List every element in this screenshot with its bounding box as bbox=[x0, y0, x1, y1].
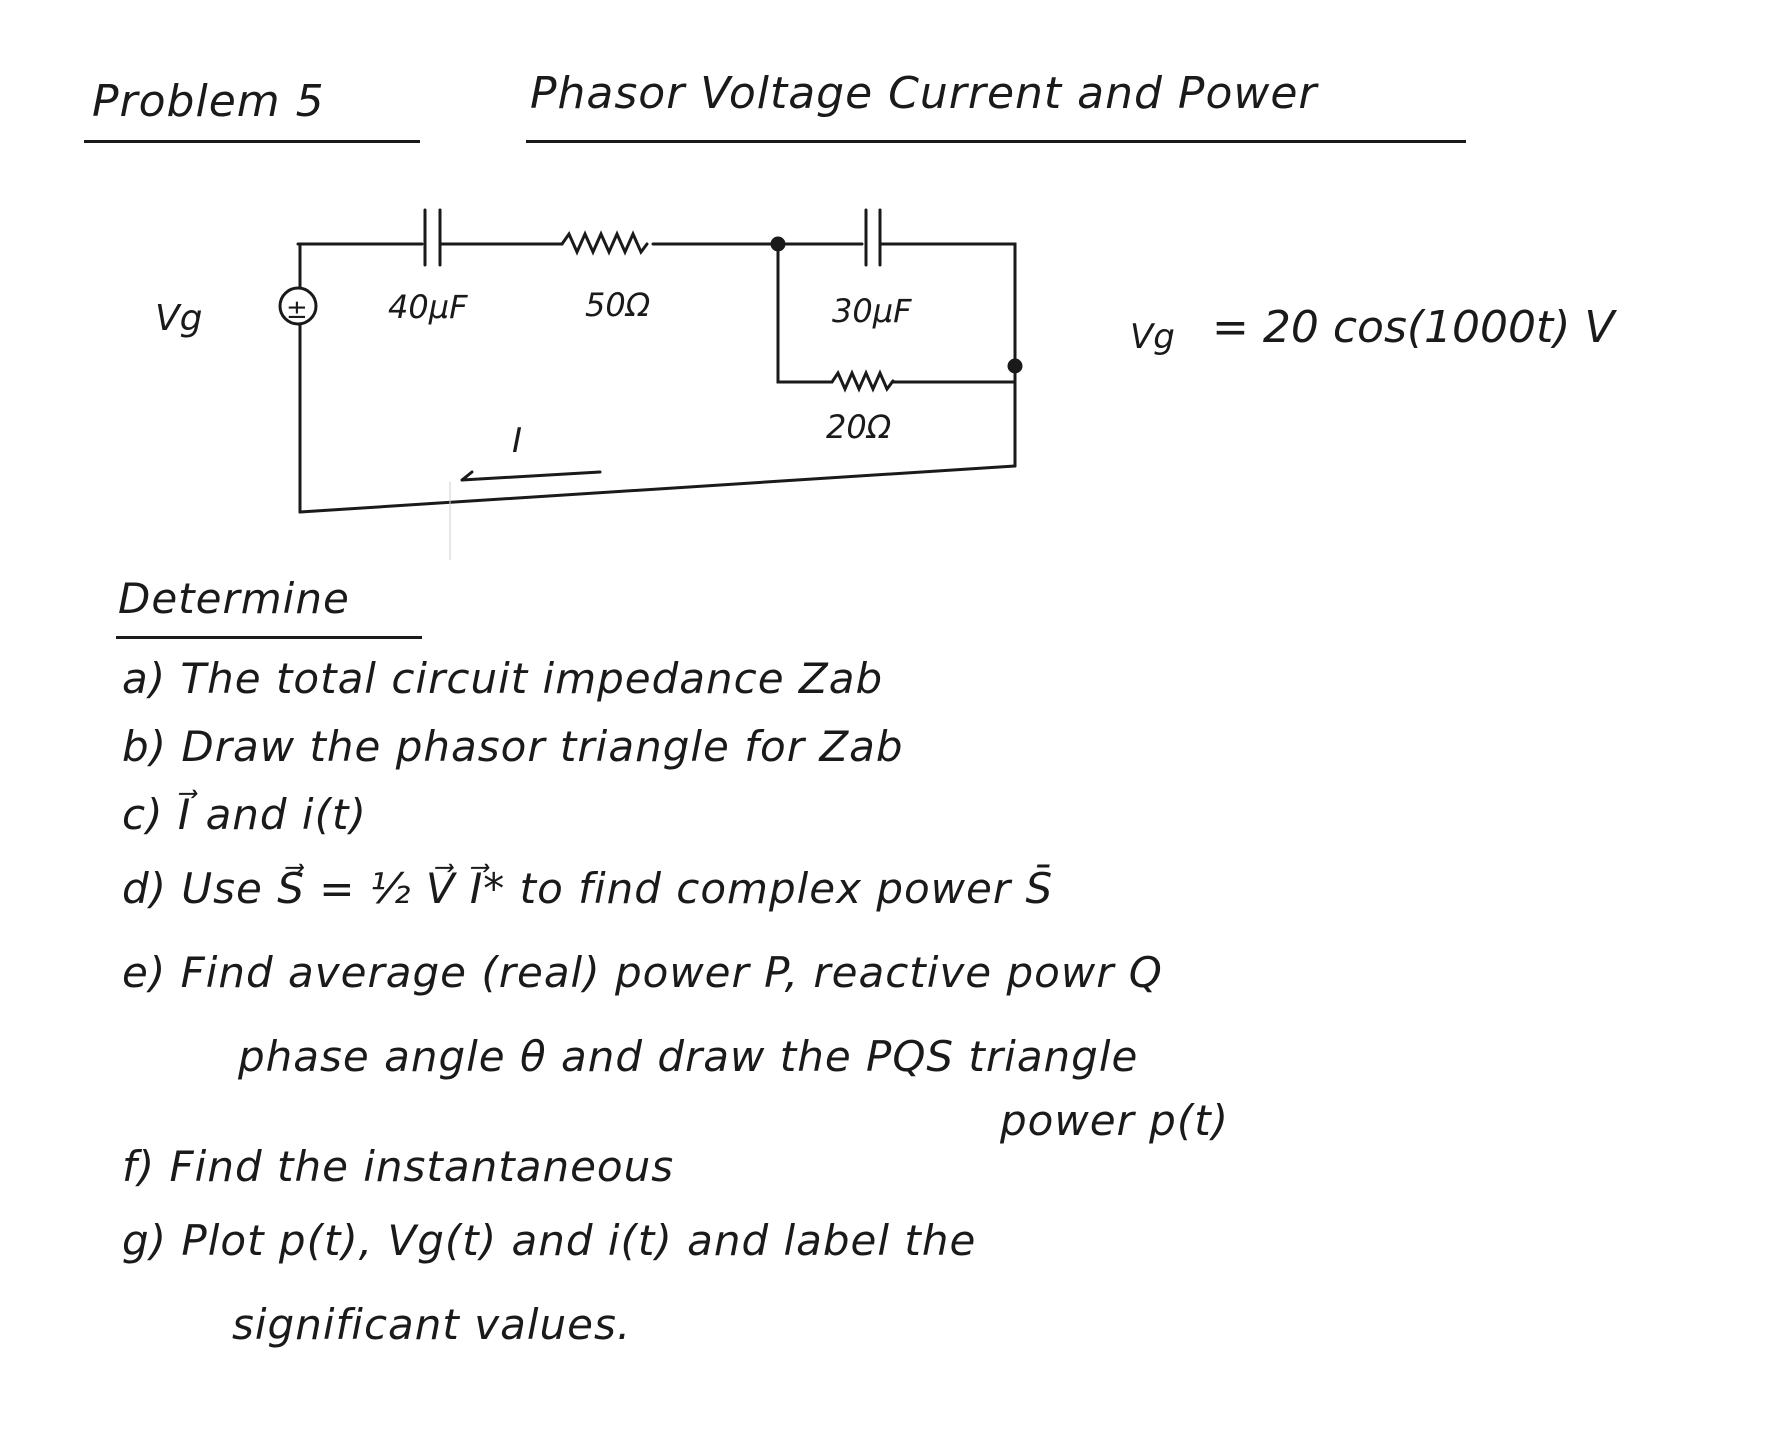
source-label: Vg bbox=[155, 298, 202, 339]
page-title: Phasor Voltage Current and Power bbox=[530, 68, 1318, 119]
voltage-source-symbol bbox=[278, 286, 318, 326]
circuit-diagram: ± Vg 40μF 50Ω 30μF 20Ω I Vg = 20 cos(100… bbox=[155, 208, 1617, 560]
task-a: a) The total circuit impedance Zab bbox=[122, 654, 884, 703]
tasks-heading: Determine bbox=[118, 574, 350, 623]
task-e-power: power p(t) bbox=[1000, 1096, 1230, 1145]
equation-lhs: Vg bbox=[1130, 317, 1175, 357]
title-underline bbox=[526, 140, 1466, 143]
task-g: g) Plot p(t), Vg(t) and i(t) and label t… bbox=[122, 1216, 977, 1265]
capacitor-30uf-symbol bbox=[864, 208, 882, 267]
current-arrow bbox=[460, 470, 602, 482]
wire-c2-to-right bbox=[878, 242, 1017, 368]
task-e-continued: phase angle θ and draw the PQS triangle bbox=[238, 1032, 1139, 1081]
capacitor-40uf-label: 40μF bbox=[388, 288, 468, 326]
resistor-20-symbol bbox=[830, 369, 895, 393]
source-polarity-icon: ± bbox=[286, 295, 308, 325]
problem-underline bbox=[84, 140, 420, 143]
capacitor-40uf-symbol bbox=[423, 208, 442, 267]
equation-rhs: = 20 cos(1000t) V bbox=[1212, 302, 1617, 353]
task-d: d) Use S⃗ = ½ V⃗ I⃗* to find complex pow… bbox=[122, 864, 1054, 913]
current-label: I bbox=[512, 421, 522, 461]
task-g-continued: significant values. bbox=[232, 1300, 632, 1349]
tasks-heading-underline bbox=[116, 636, 422, 639]
task-b: b) Draw the phasor triangle for Zab bbox=[122, 722, 904, 771]
wire-node-down bbox=[776, 242, 834, 384]
task-c: c) I⃗ and i(t) bbox=[122, 790, 367, 839]
task-f: f) Find the instantaneous bbox=[122, 1142, 675, 1191]
resistor-50-label: 50Ω bbox=[585, 286, 651, 324]
resistor-20-label: 20Ω bbox=[826, 408, 892, 446]
wire-bottom bbox=[298, 464, 1017, 514]
task-e: e) Find average (real) power P, reactive… bbox=[122, 948, 1163, 997]
resistor-50-symbol bbox=[560, 230, 649, 256]
problem-number: Problem 5 bbox=[92, 76, 325, 127]
capacitor-30uf-label: 30μF bbox=[832, 292, 912, 330]
